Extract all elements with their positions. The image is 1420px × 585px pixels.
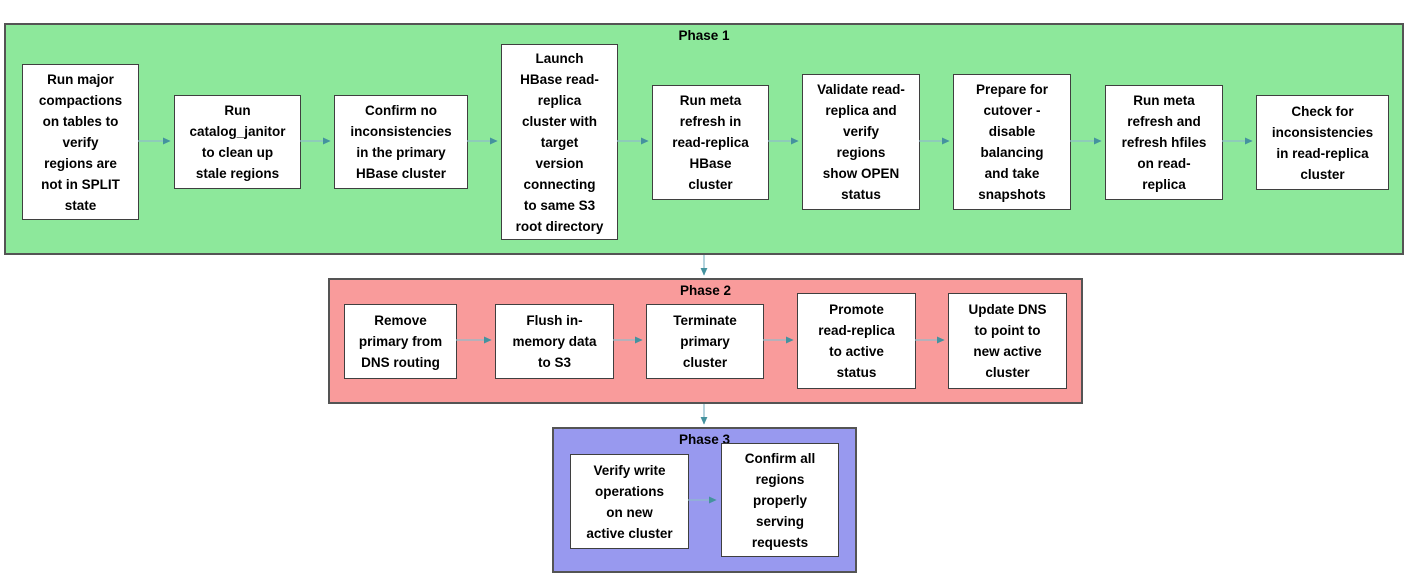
- phase-3-label: Phase 3: [678, 432, 731, 447]
- step-catalog-janitor: Run catalog_janitor to clean up stale re…: [174, 95, 301, 189]
- step-verify-writes: Verify write operations on new active cl…: [570, 454, 689, 549]
- step-validate-regions-open: Validate read- replica and verify region…: [802, 74, 920, 210]
- step-promote-replica: Promote read-replica to active status: [797, 293, 916, 389]
- step-flush-memory-s3: Flush in- memory data to S3: [495, 304, 614, 379]
- step-meta-refresh-read-replica: Run meta refresh in read-replica HBase c…: [652, 85, 769, 200]
- phase-3-container: Phase 3 Verify write operations on new a…: [552, 427, 857, 573]
- step-update-dns: Update DNS to point to new active cluste…: [948, 293, 1067, 389]
- step-launch-read-replica: Launch HBase read- replica cluster with …: [501, 44, 618, 240]
- step-meta-refresh-hfiles: Run meta refresh and refresh hfiles on r…: [1105, 85, 1223, 200]
- step-remove-primary-dns: Remove primary from DNS routing: [344, 304, 457, 379]
- step-confirm-primary-consistency: Confirm no inconsistencies in the primar…: [334, 95, 468, 189]
- step-terminate-primary: Terminate primary cluster: [646, 304, 764, 379]
- step-prepare-cutover: Prepare for cutover - disable balancing …: [953, 74, 1071, 210]
- step-confirm-regions-serving: Confirm all regions properly serving req…: [721, 443, 839, 557]
- phase-2-container: Phase 2 Remove primary from DNS routing …: [328, 278, 1083, 404]
- phase-1-label: Phase 1: [678, 28, 730, 43]
- step-major-compactions: Run major compactions on tables to verif…: [22, 64, 139, 220]
- step-check-replica-consistency: Check for inconsistencies in read-replic…: [1256, 95, 1389, 190]
- phase-2-label: Phase 2: [679, 283, 732, 298]
- phase-1-container: Phase 1 Run major compactions on tables …: [4, 23, 1404, 255]
